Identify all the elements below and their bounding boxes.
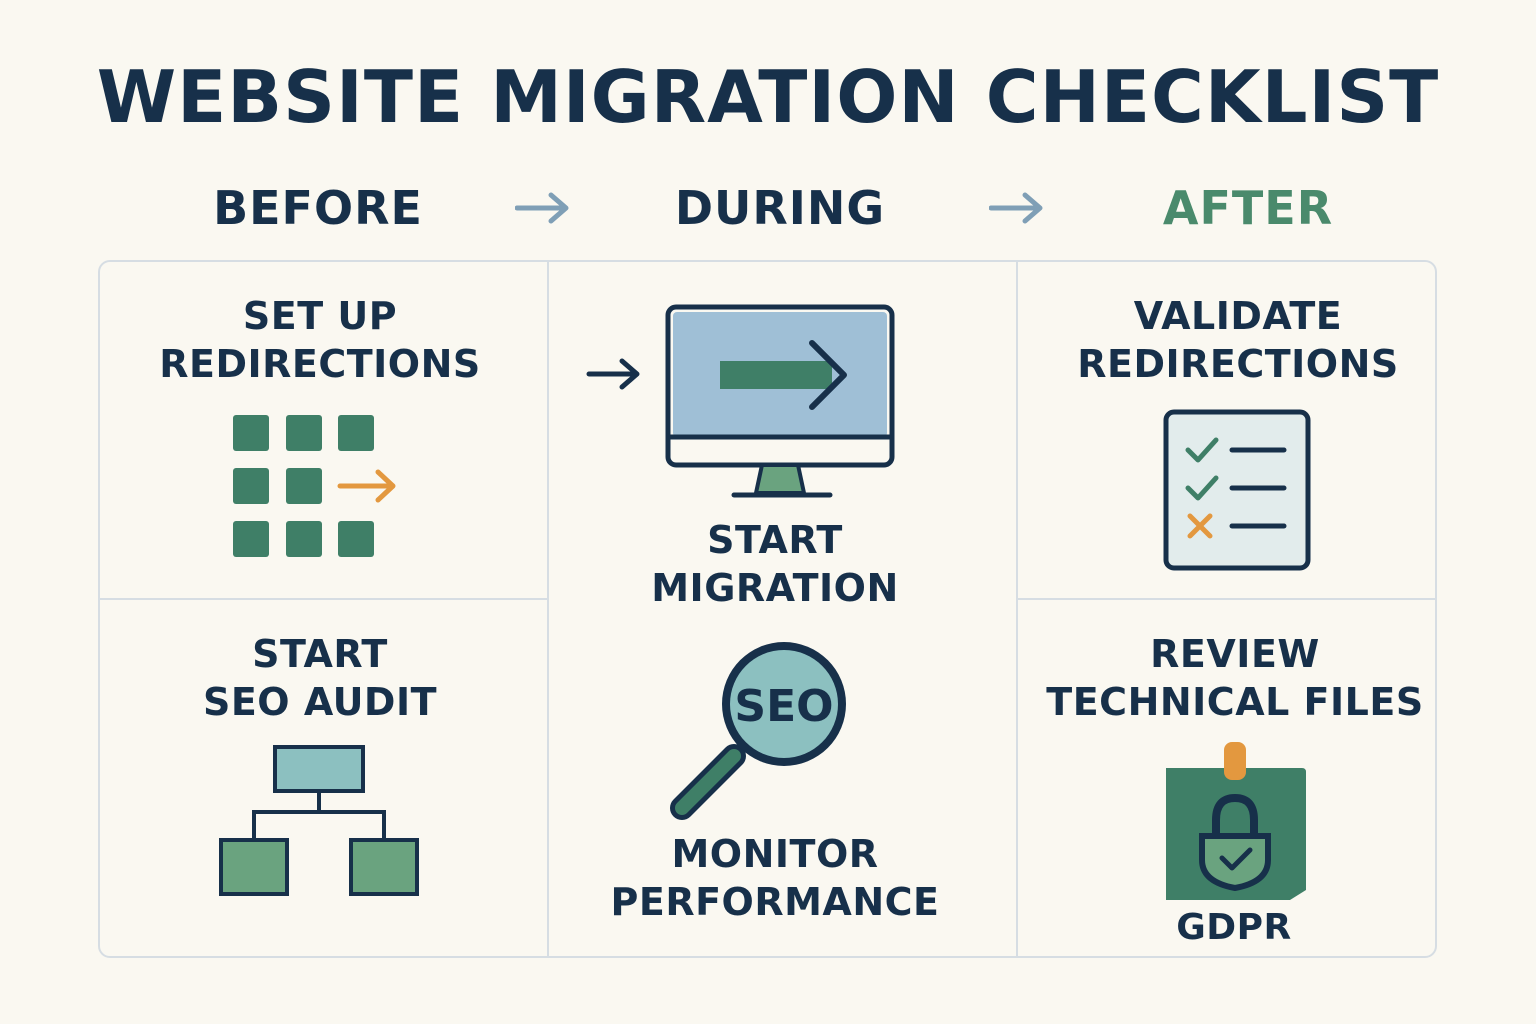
gdpr-caption: GDPR [1176, 907, 1292, 948]
step-setup-redirections-label: SET UP REDIRECTIONS [159, 294, 481, 386]
grid-redirect-icon [233, 415, 396, 557]
step-validate-redirections-label: VALIDATE REDIRECTIONS [1077, 294, 1399, 386]
row-divider [100, 598, 547, 600]
arrow-right-icon [586, 358, 640, 390]
step-review-technical-files-label: REVIEW TECHNICAL FILES [1046, 632, 1424, 724]
step-start-seo-audit-label: START SEO AUDIT [202, 632, 438, 724]
checklist-panel [98, 260, 1437, 958]
seo-icon-text: SEO [734, 681, 833, 732]
page-title: WEBSITE MIGRATION CHECKLIST [96, 55, 1440, 139]
column-divider [547, 262, 549, 956]
phase-arrow-icon [515, 192, 569, 224]
phase-before-heading: BEFORE [213, 181, 423, 235]
monitor-arrow-icon [665, 304, 895, 498]
column-divider [1016, 262, 1018, 956]
gdpr-lock-icon [1166, 742, 1306, 900]
step-monitor-performance-label: MONITOR PERFORMANCE [610, 832, 940, 924]
row-divider [1018, 598, 1436, 600]
phase-during-heading: DURING [674, 181, 886, 235]
seo-magnifier-icon: SEO [670, 642, 846, 820]
phase-arrow-icon [989, 192, 1043, 224]
step-start-migration-label: START MIGRATION [651, 518, 899, 610]
sitemap-icon [219, 745, 419, 896]
checklist-icon [1163, 409, 1311, 571]
phase-after-heading: AFTER [1162, 181, 1334, 235]
